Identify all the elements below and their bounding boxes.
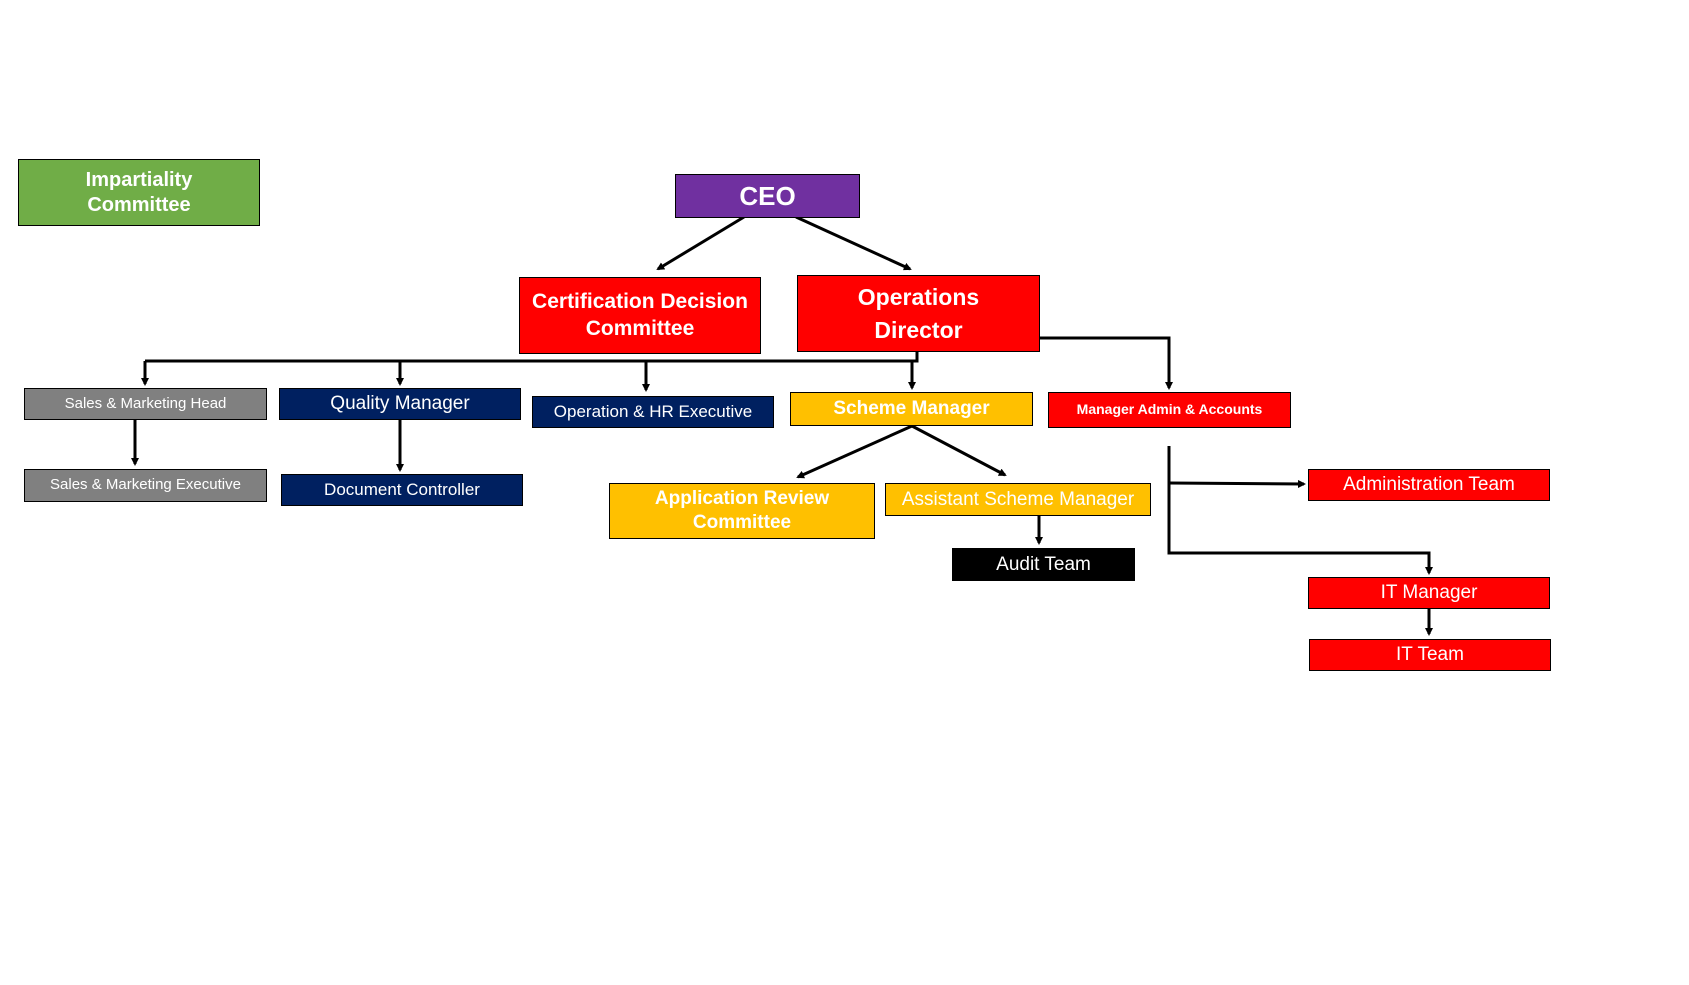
scheme-manager-label: Scheme Manager [833, 398, 990, 420]
it-manager-label: IT Manager [1380, 582, 1478, 604]
certification-decision-committee-label: Certification Decision Committee [532, 290, 748, 340]
application-review-committee-box[interactable]: Application Review Committee [609, 483, 875, 539]
ceo-box[interactable]: CEO [675, 174, 860, 218]
audit-team-box[interactable]: Audit Team [952, 548, 1135, 581]
operations-director-label: Operations Director [857, 284, 980, 343]
manager-admin-accounts-label: Manager Admin & Accounts [1076, 401, 1263, 418]
edge-manager-admin-to-administration-team [1168, 479, 1306, 488]
administration-team-box[interactable]: Administration Team [1308, 469, 1550, 501]
edge-ceo-to-operations-director [795, 215, 912, 271]
edge-ceo-to-certification-decision-committee [656, 215, 745, 271]
operations-director-box[interactable]: Operations Director [797, 275, 1040, 352]
audit-team-label: Audit Team [996, 553, 1091, 575]
sales-marketing-head-box[interactable]: Sales & Marketing Head [24, 388, 267, 420]
certification-decision-committee-box[interactable]: Certification Decision Committee [519, 277, 761, 354]
operation-hr-executive-label: Operation & HR Executive [553, 402, 753, 422]
sales-marketing-executive-label: Sales & Marketing Executive [50, 476, 241, 494]
impartiality-committee-box[interactable]: Impartiality Committee [18, 159, 260, 226]
it-team-label: IT Team [1396, 644, 1464, 666]
edge-manager-admin-trunk [1167, 446, 1433, 575]
sales-marketing-executive-box[interactable]: Sales & Marketing Executive [24, 469, 267, 502]
scheme-manager-box[interactable]: Scheme Manager [790, 392, 1033, 426]
edge-scheme-manager-to-assistant-scheme-manager [911, 424, 1007, 477]
it-team-box[interactable]: IT Team [1309, 639, 1551, 671]
operation-hr-executive-box[interactable]: Operation & HR Executive [532, 396, 774, 428]
manager-admin-accounts-box[interactable]: Manager Admin & Accounts [1048, 392, 1291, 428]
quality-manager-box[interactable]: Quality Manager [279, 388, 521, 420]
quality-manager-label: Quality Manager [330, 393, 470, 415]
assistant-scheme-manager-box[interactable]: Assistant Scheme Manager [885, 483, 1151, 516]
it-manager-box[interactable]: IT Manager [1308, 577, 1550, 609]
sales-marketing-head-label: Sales & Marketing Head [64, 394, 227, 412]
application-review-committee-label: Application Review Committee [654, 488, 830, 533]
document-controller-box[interactable]: Document Controller [281, 474, 523, 506]
document-controller-label: Document Controller [324, 480, 480, 500]
assistant-scheme-manager-label: Assistant Scheme Manager [901, 488, 1135, 510]
edge-operations-director-to-manager-admin-accounts [1039, 336, 1173, 390]
edge-scheme-manager-to-application-review-committee [796, 424, 913, 479]
ceo-label: CEO [739, 180, 796, 211]
administration-team-label: Administration Team [1343, 474, 1515, 496]
impartiality-committee-label: Impartiality Committee [85, 168, 193, 216]
